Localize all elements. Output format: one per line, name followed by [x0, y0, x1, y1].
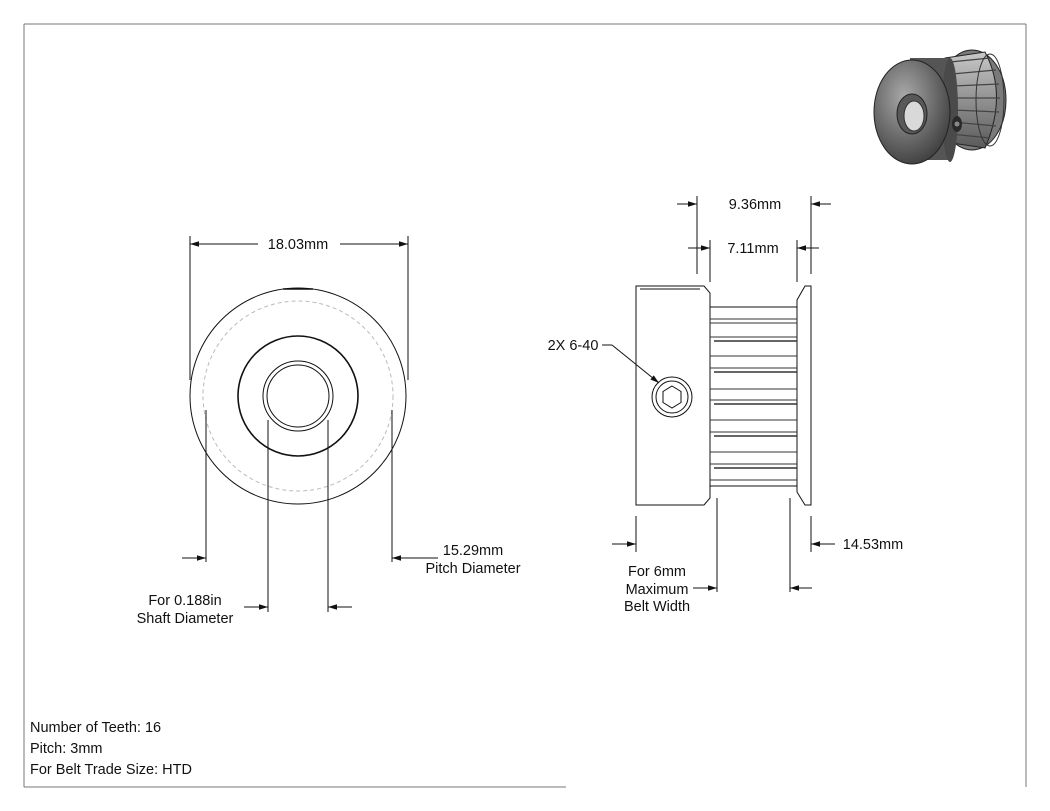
hub-body: [635, 285, 711, 506]
outer-diameter-label: 18.03mm: [268, 237, 328, 253]
flange-body: [796, 285, 812, 506]
hex-socket: [662, 385, 682, 409]
set-screw-label: 2X 6-40: [548, 338, 599, 354]
dim-tooth-width: [688, 240, 819, 282]
dim-flange-diameter: [612, 516, 835, 552]
shaft-label-line1: For 0.188in: [148, 593, 221, 609]
dim-belt-width: [693, 498, 812, 592]
dim-pitch-diameter: [182, 410, 438, 562]
set-screw-inner: [655, 380, 689, 414]
spec-pitch: Pitch: 3mm: [30, 741, 103, 757]
side-view: [635, 285, 812, 506]
spec-teeth: Number of Teeth: 16: [30, 720, 162, 736]
dim-shaft-diameter: [244, 420, 352, 612]
pitch-circle: [202, 300, 394, 492]
dim-outer-diameter: [189, 236, 409, 380]
spec-block: Number of Teeth: 16 Pitch: 3mm For Belt …: [30, 718, 192, 781]
front-view: [189, 287, 407, 505]
pitch-diameter-label: Pitch Diameter: [425, 561, 520, 577]
dim-overall-width: [677, 196, 831, 274]
flange-outline: [189, 287, 407, 505]
overall-width-label: 9.36mm: [729, 197, 781, 213]
pitch-diameter-value: 15.29mm: [443, 543, 503, 559]
teeth-grooves: [710, 318, 797, 481]
spec-belt-size: For Belt Trade Size: HTD: [30, 762, 192, 778]
tooth-width-label: 7.11mm: [727, 241, 778, 257]
isometric-pulley-image: [873, 49, 1007, 165]
set-screw-leader: [602, 344, 660, 384]
set-screw-outer: [651, 376, 693, 418]
flange-diameter-label: 14.53mm: [843, 537, 903, 553]
hub-circle: [237, 335, 359, 457]
belt-label-line3: Belt Width: [624, 599, 690, 615]
belt-label-line2: Maximum: [626, 582, 689, 598]
belt-label-line1: For 6mm: [628, 564, 686, 580]
sheet-border: [23, 23, 1027, 788]
bore-outer: [262, 360, 334, 432]
shaft-label-line2: Shaft Diameter: [137, 611, 234, 627]
bore-inner: [266, 364, 330, 428]
